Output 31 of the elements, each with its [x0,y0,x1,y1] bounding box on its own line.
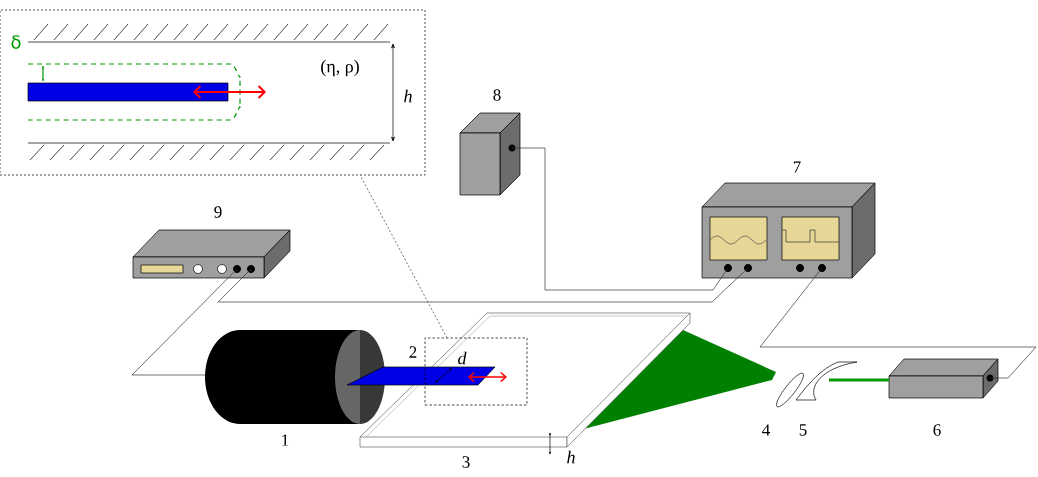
number-label: 9 [214,206,222,218]
symbol-label: (η, ρ) [321,59,359,77]
wire [131,268,238,376]
number-label: 2 [409,346,417,358]
wire [759,267,1037,379]
number-label: 5 [799,424,807,436]
symbol-label: h [567,450,575,464]
zoom-frame [424,337,528,406]
wire [511,147,729,291]
device-drawing [888,358,999,399]
zoom-line [359,174,448,339]
symbol-label: h [404,89,412,103]
concave-lens [795,361,858,401]
device-drawing [701,182,876,279]
number-label: 6 [933,424,941,436]
glass-plate-drawing [359,312,776,448]
number-label: 3 [462,456,470,468]
convex-lens [776,372,804,408]
wire [217,267,749,303]
number-label: 8 [493,89,501,101]
symbol-label: δ [11,35,21,49]
number-label: 7 [793,161,801,173]
symbol-label: d [458,351,467,365]
number-label: 4 [762,424,770,436]
shaker-drawing [205,330,385,424]
blade-drawing [346,366,507,386]
laser-beam [829,378,889,382]
device-drawing [459,112,521,196]
number-label: 1 [282,434,289,446]
inset-drawing [0,9,426,176]
device-drawing [132,229,291,279]
